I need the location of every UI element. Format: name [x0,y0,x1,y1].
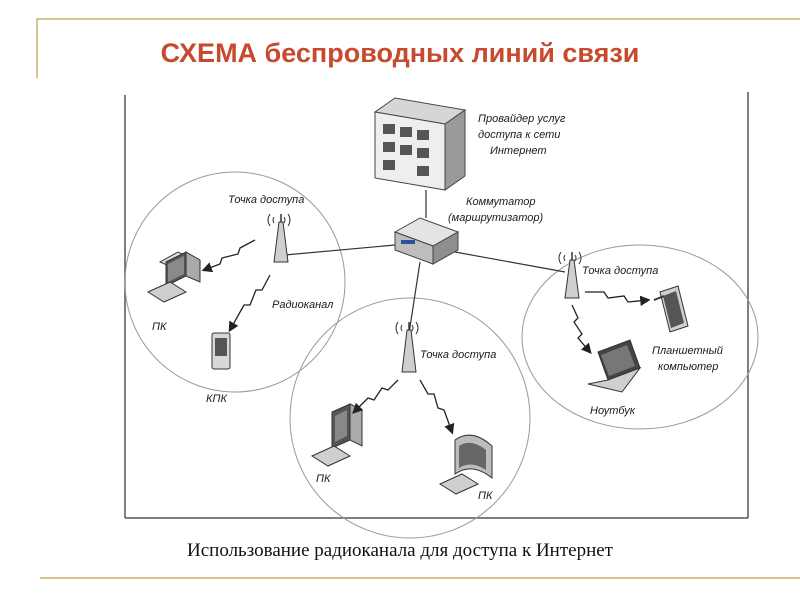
ap-center-label: Точка доступа [420,349,496,361]
frame-top-border [36,18,800,20]
switch-label-line-1: Коммутатор [466,196,536,208]
provider-label-line-2: доступа к сети [478,129,560,141]
switch-router-icon [393,217,460,265]
pc-left-label: ПК [152,321,167,333]
laptop-icon [587,339,642,393]
slide-title: СХЕМА беспроводных линий связи [160,38,640,68]
pc-center-right-icon [438,434,493,495]
radio-channel-label: Радиоканал [272,299,333,311]
wire-switch-center-ap [407,261,421,341]
radio-link-ap-right-to-laptop [571,304,592,354]
switch-label-line-2: (маршрутизатор) [448,212,543,224]
diagram-caption: Использование радиоканала для доступа к … [187,540,613,561]
frame-left-border [36,18,38,78]
access-point-right-icon [558,251,582,299]
radio-link-ap-center-to-pc-left [352,379,399,414]
provider-label-line-1: Провайдер услуг [478,113,566,125]
laptop-label: Ноутбук [590,405,636,417]
tablet-label-line-2: компьютер [658,361,718,373]
pc-center-left-label: ПК [316,473,331,485]
pc-left-icon [146,251,202,303]
radio-link-ap-left-to-pc [201,239,256,273]
access-point-left-icon [267,213,291,263]
wire-switch-right-ap [454,251,566,273]
ap-right-label: Точка доступа [582,265,658,277]
frame-bottom-border [40,577,800,579]
provider-server-icon [373,97,467,191]
ap-left-label: Точка доступа [228,194,304,206]
pc-center-right-label: ПК [478,490,493,502]
pda-label: КПК [206,393,227,405]
access-point-center-icon [395,321,419,373]
cell-circle-left [124,171,346,393]
tablet-label-line-1: Планшетный [652,345,723,357]
provider-label: Провайдер услуг доступа к сети Интернет [478,113,568,157]
tablet-label: Планшетный компьютер [652,345,726,373]
provider-label-line-3: Интернет [490,145,547,157]
cell-circle-center [289,297,531,539]
radio-link-ap-center-to-pc-right [419,379,455,435]
cell-circle-right [521,244,759,430]
radio-link-ap-left-to-pda [228,274,271,333]
switch-label: Коммутатор (маршрутизатор) [448,196,543,224]
tablet-icon [653,285,689,333]
wire-switch-left-ap [284,244,396,256]
radio-link-ap-right-to-tablet [585,291,651,306]
pda-icon [211,332,231,370]
pc-center-left-icon [310,403,363,467]
